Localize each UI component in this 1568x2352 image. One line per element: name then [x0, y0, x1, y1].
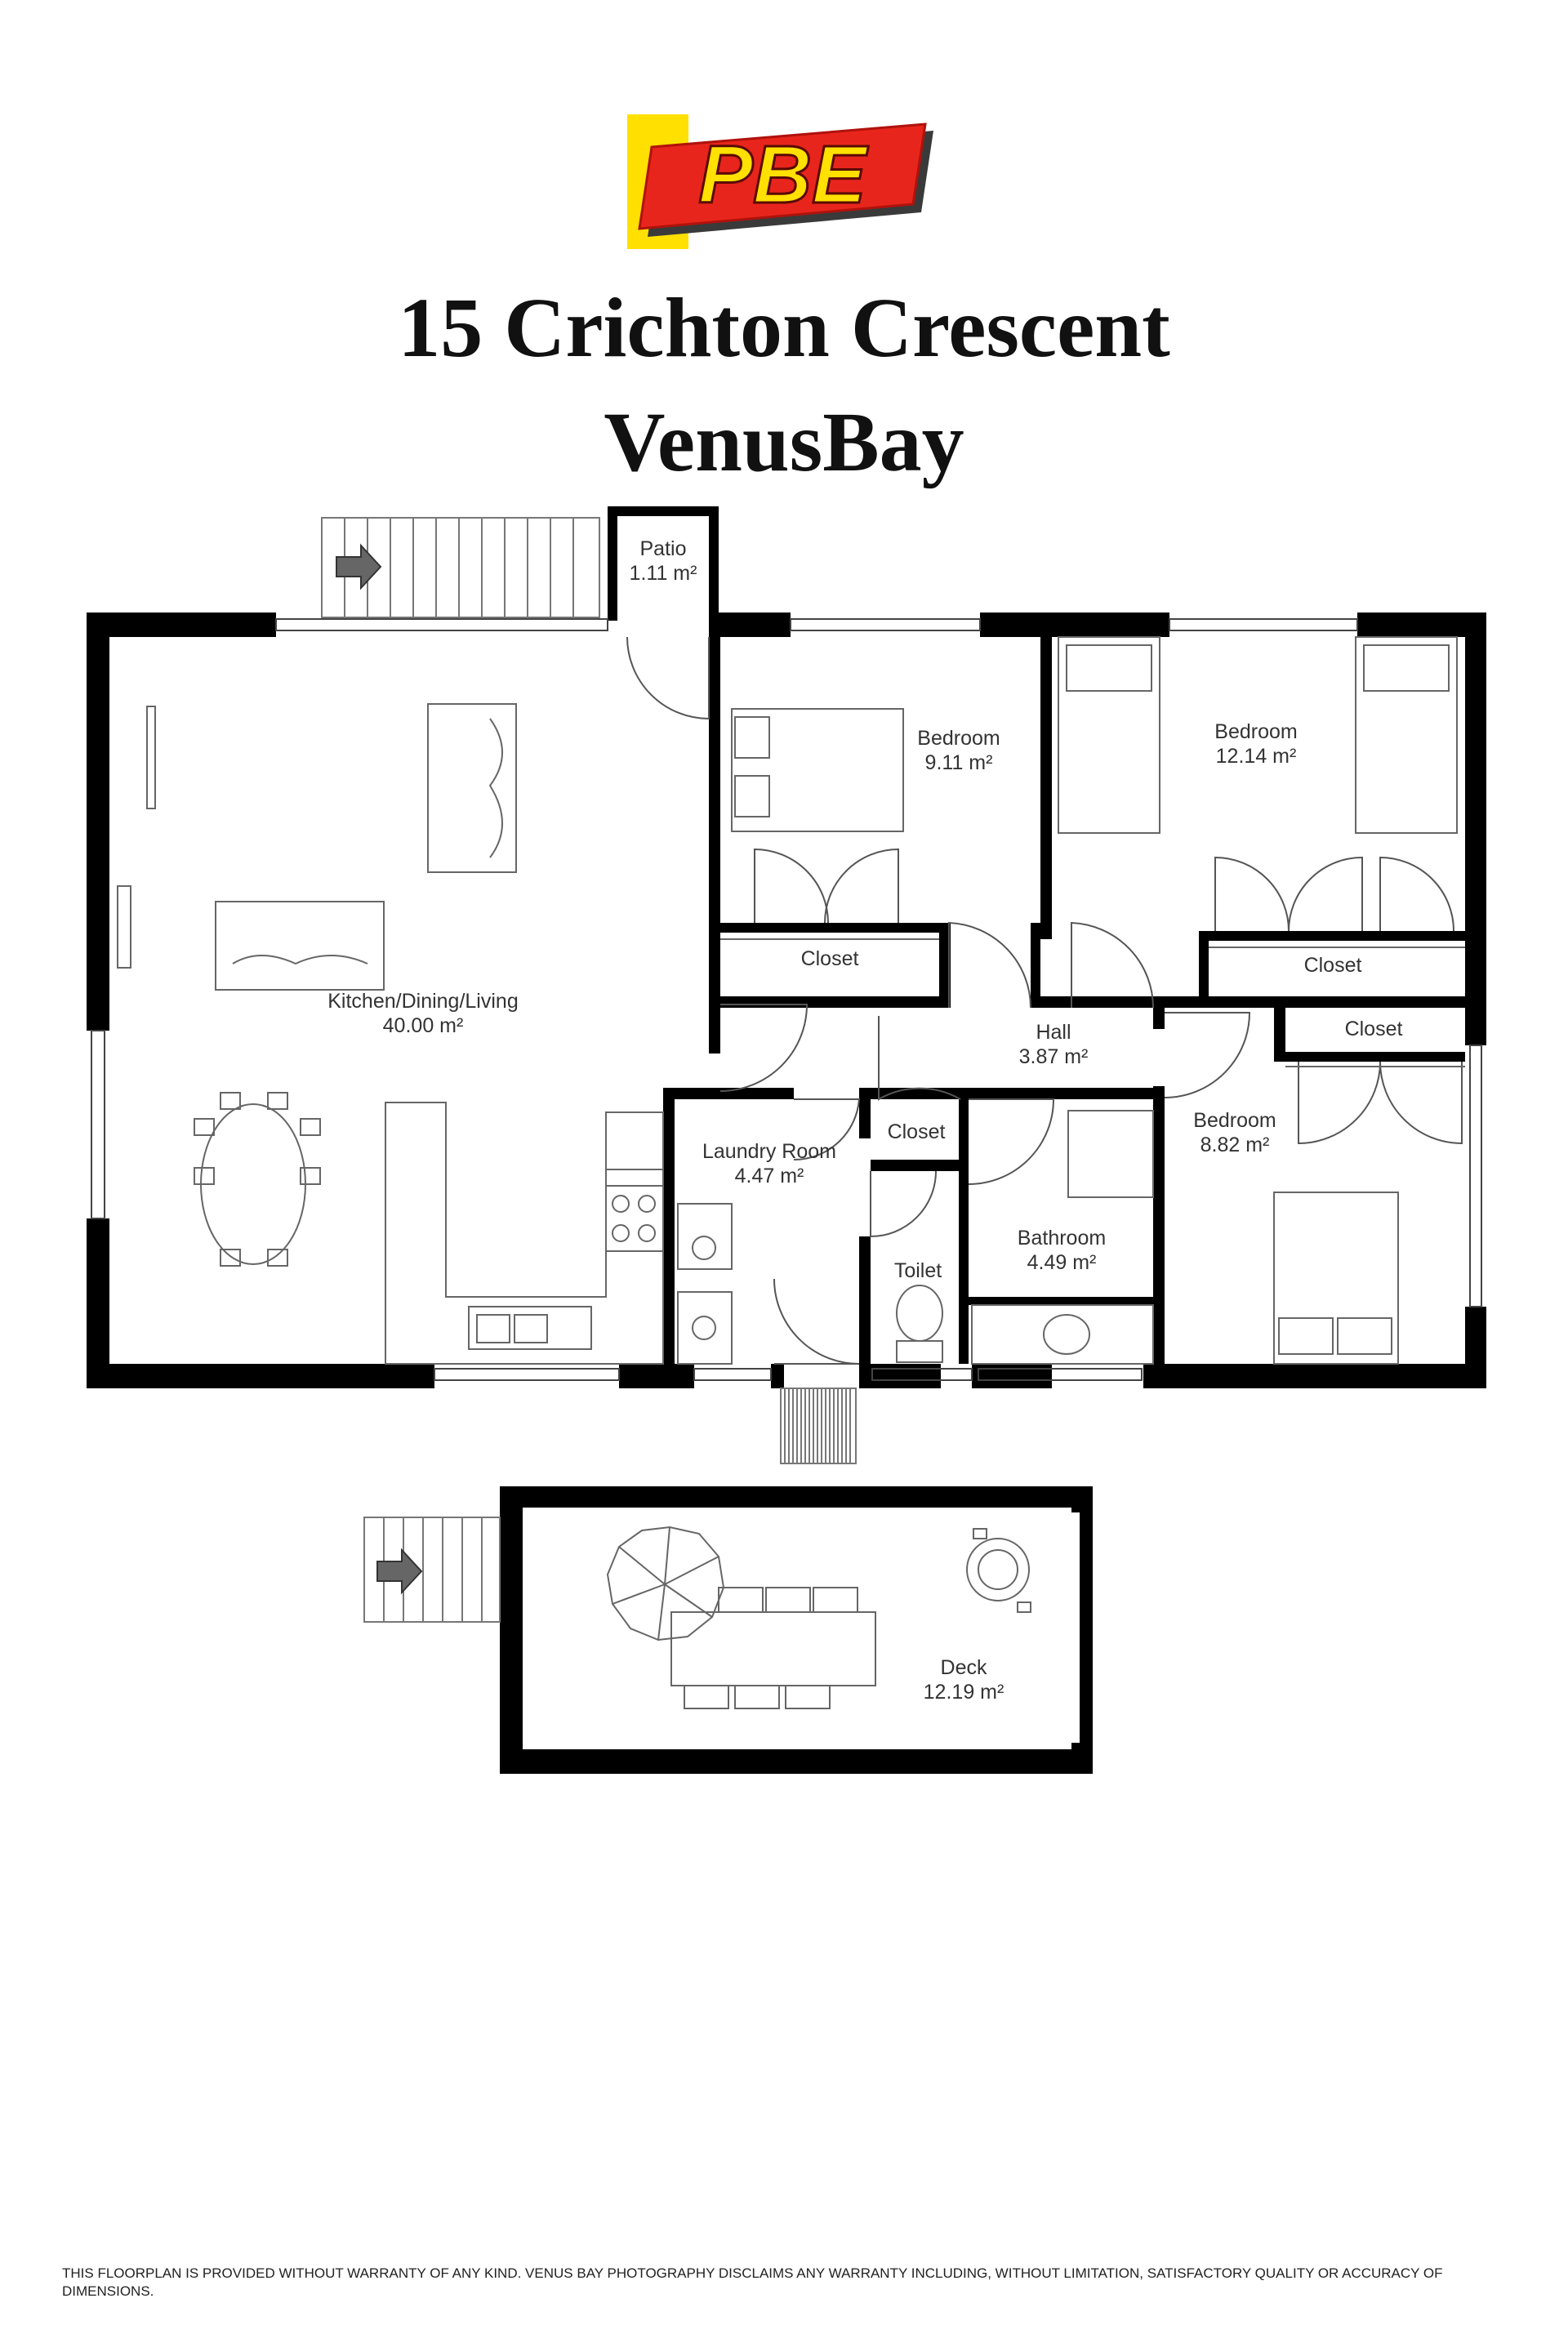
dining-chair: [267, 1092, 288, 1110]
deck-stairs: [363, 1517, 501, 1623]
bedroom-1-area: 9.11 m²: [925, 751, 993, 774]
logo-text: PBE: [698, 129, 869, 220]
address-line-1: 15 Crichton Crescent: [398, 281, 1170, 375]
dining-chair: [300, 1118, 321, 1136]
disclaimer: THIS FLOORPLAN IS PROVIDED WITHOUT WARRA…: [62, 2265, 1443, 2299]
dining-chair: [194, 1167, 215, 1185]
exterior-walls: [87, 612, 1486, 1388]
patio-walls: [608, 506, 719, 621]
closet-3-label: Closet: [1345, 1018, 1403, 1040]
deck: [500, 1486, 1093, 1774]
dining-chair: [194, 1118, 215, 1136]
bedroom-3-name: Bedroom: [1193, 1109, 1276, 1132]
bedroom-2-name: Bedroom: [1214, 720, 1297, 743]
interior-walls: [663, 637, 1465, 1388]
deck-furniture: [606, 1526, 1031, 1709]
patio-name: Patio: [640, 537, 687, 560]
entry-stairs: [780, 1388, 857, 1464]
closet-4-label: Closet: [888, 1120, 946, 1143]
bedroom-3-area: 8.82 m²: [1200, 1134, 1270, 1156]
bedroom-2-area: 12.14 m²: [1216, 745, 1297, 768]
patio-area: 1.11 m²: [630, 562, 697, 585]
furniture: [117, 636, 1465, 1365]
closet-2-label: Closet: [1304, 954, 1362, 977]
deck-area: 12.19 m²: [924, 1681, 1004, 1704]
stairs-top: [321, 517, 600, 618]
deck-name: Deck: [941, 1656, 987, 1679]
bathroom-area: 4.49 m²: [1027, 1251, 1097, 1274]
closet-1-label: Closet: [801, 947, 859, 970]
room-labels: Patio 1.11 m² Kitchen/Dining/Living 40.0…: [327, 537, 1402, 1704]
bathroom-name: Bathroom: [1018, 1227, 1106, 1250]
laundry-area: 4.47 m²: [735, 1165, 804, 1187]
doors: [626, 636, 1463, 1365]
dining-chair: [267, 1249, 288, 1267]
toilet-name: Toilet: [894, 1259, 942, 1282]
dining-chair: [300, 1167, 321, 1185]
hall-name: Hall: [1036, 1021, 1071, 1044]
pbe-logo: PBE: [627, 114, 933, 249]
address-line-2: VenusBay: [604, 395, 964, 489]
bedroom-1-name: Bedroom: [917, 727, 1000, 750]
dining-chair: [220, 1249, 241, 1267]
hall-area: 3.87 m²: [1019, 1045, 1089, 1068]
living-name: Kitchen/Dining/Living: [327, 990, 518, 1013]
living-area: 40.00 m²: [383, 1014, 464, 1037]
laundry-name: Laundry Room: [702, 1140, 836, 1163]
windows: [91, 618, 1482, 1381]
dining-chair: [220, 1092, 241, 1110]
